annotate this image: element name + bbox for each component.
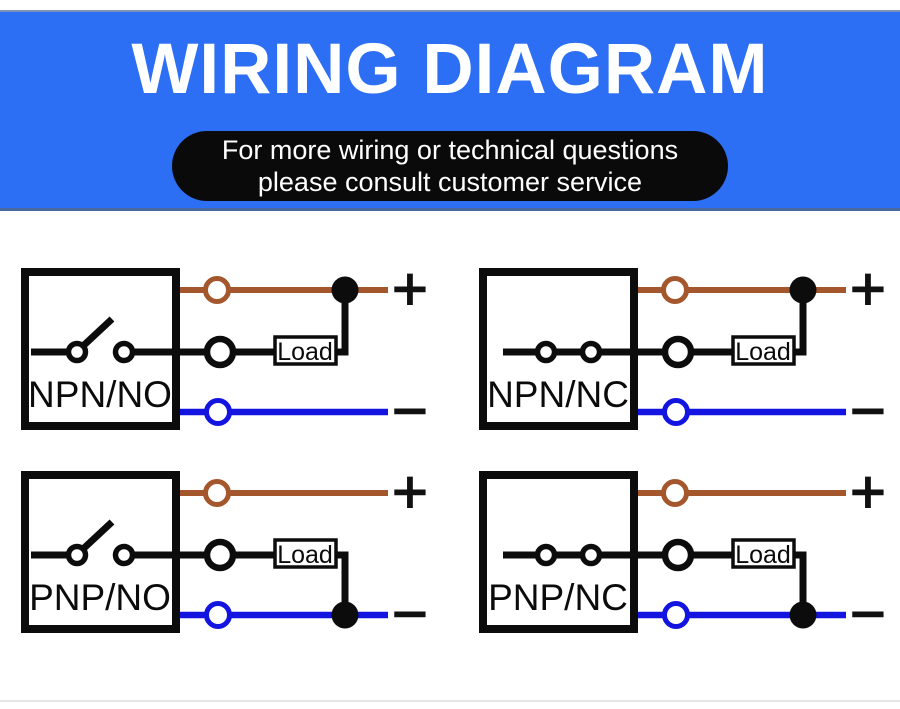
load-label: Load xyxy=(277,541,333,569)
plus-symbol: + xyxy=(389,259,431,317)
blue-terminal-ring xyxy=(204,601,232,629)
brown-terminal-ring xyxy=(203,276,231,304)
diagram-npn-no: NPN/NO Load + − xyxy=(21,259,431,439)
junction-dot xyxy=(789,601,817,629)
note-line-1: For more wiring or technical questions xyxy=(221,134,679,165)
sensor-label: PNP/NC xyxy=(488,577,628,618)
minus-symbol: − xyxy=(389,381,431,439)
minus-symbol: − xyxy=(389,584,431,642)
black-terminal-ring xyxy=(661,538,695,572)
switch-closed-icon xyxy=(503,543,634,567)
blue-terminal-ring xyxy=(662,398,690,426)
black-terminal-ring xyxy=(661,335,695,369)
load-box xyxy=(273,538,338,569)
junction-dot xyxy=(331,276,359,304)
sensor-label: NPN/NO xyxy=(28,374,172,415)
blue-terminal-ring xyxy=(204,398,232,426)
minus-symbol: − xyxy=(847,381,889,439)
load-box xyxy=(731,538,796,569)
brown-terminal-ring xyxy=(203,479,231,507)
page-title: WIRING DIAGRAM xyxy=(131,30,769,109)
sensor-label: PNP/NO xyxy=(29,577,171,618)
note-line-2: please consult customer service xyxy=(257,167,643,197)
junction-dot xyxy=(331,601,359,629)
switch-open-icon xyxy=(31,519,176,567)
blue-terminal-ring xyxy=(662,601,690,629)
load-box xyxy=(273,335,338,366)
load-label: Load xyxy=(277,338,333,366)
switch-closed-icon xyxy=(503,340,634,364)
brown-terminal-ring xyxy=(661,479,689,507)
load-label: Load xyxy=(735,338,791,366)
diagram-pnp-nc: PNP/NC Load + − xyxy=(479,462,889,642)
junction-dot xyxy=(789,276,817,304)
plus-symbol: + xyxy=(847,259,889,317)
plus-symbol: + xyxy=(389,462,431,520)
diagram-npn-nc: NPN/NC Load + − xyxy=(479,259,889,439)
brown-terminal-ring xyxy=(661,276,689,304)
note-pill: For more wiring or technical questions p… xyxy=(172,131,728,201)
sensor-label: NPN/NC xyxy=(487,374,629,415)
diagram-pnp-no: PNP/NO Load + − xyxy=(21,462,431,642)
black-terminal-ring xyxy=(203,335,237,369)
bottom-divider xyxy=(0,700,900,702)
black-terminal-ring xyxy=(203,538,237,572)
load-box xyxy=(731,335,796,366)
minus-symbol: − xyxy=(847,584,889,642)
load-label: Load xyxy=(735,541,791,569)
plus-symbol: + xyxy=(847,462,889,520)
switch-open-icon xyxy=(31,316,176,364)
